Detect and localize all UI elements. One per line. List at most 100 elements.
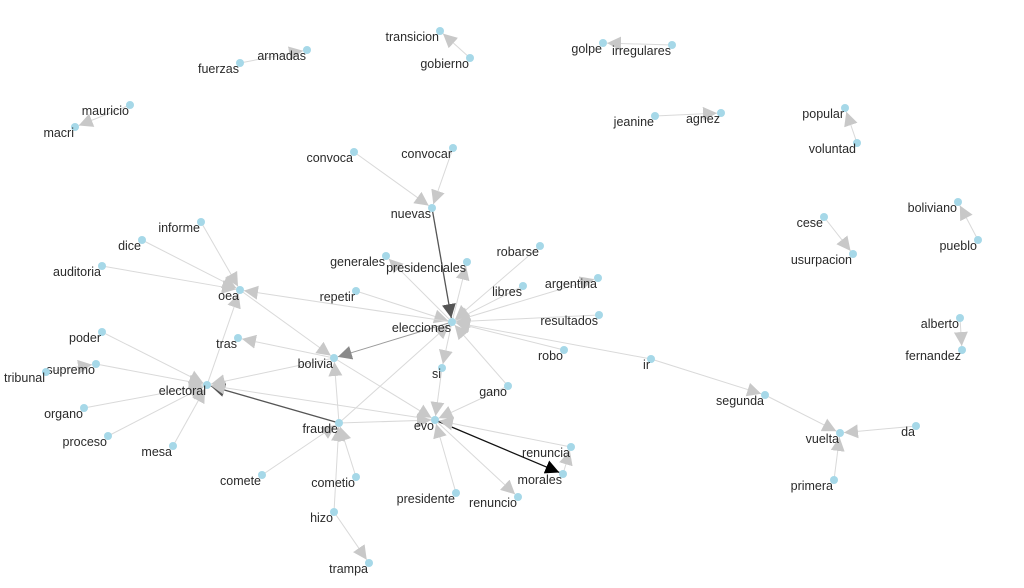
- node-dot[interactable]: [92, 360, 100, 368]
- node-dot[interactable]: [98, 328, 106, 336]
- node-dot[interactable]: [836, 429, 844, 437]
- node-evo[interactable]: evo: [414, 416, 439, 433]
- node-dot[interactable]: [258, 471, 266, 479]
- node-dot[interactable]: [126, 101, 134, 109]
- node-convocar[interactable]: convocar: [401, 144, 457, 161]
- node-dot[interactable]: [169, 442, 177, 450]
- node-dot[interactable]: [717, 109, 725, 117]
- node-robo[interactable]: robo: [538, 346, 568, 363]
- node-dot[interactable]: [956, 314, 964, 322]
- node-usurpacion[interactable]: usurpacion: [791, 250, 857, 267]
- node-auditoria[interactable]: auditoria: [53, 262, 106, 279]
- node-dot[interactable]: [567, 443, 575, 451]
- node-tras[interactable]: tras: [216, 334, 242, 351]
- node-pueblo[interactable]: pueblo: [939, 236, 982, 253]
- node-golpe[interactable]: golpe: [571, 39, 607, 56]
- node-dot[interactable]: [853, 139, 861, 147]
- node-armadas[interactable]: armadas: [257, 46, 311, 63]
- node-dot[interactable]: [504, 382, 512, 390]
- node-dot[interactable]: [594, 274, 602, 282]
- node-mesa[interactable]: mesa: [141, 442, 177, 459]
- node-tribunal[interactable]: tribunal: [4, 368, 50, 385]
- node-gobierno[interactable]: gobierno: [420, 54, 474, 71]
- node-jeanine[interactable]: jeanine: [613, 112, 659, 129]
- node-dot[interactable]: [559, 470, 567, 478]
- node-dot[interactable]: [236, 286, 244, 294]
- node-dot[interactable]: [958, 346, 966, 354]
- node-macri[interactable]: macri: [43, 123, 79, 140]
- node-presidente[interactable]: presidente: [397, 489, 460, 506]
- node-robarse[interactable]: robarse: [497, 242, 544, 259]
- node-dot[interactable]: [365, 559, 373, 567]
- node-bolivia[interactable]: bolivia: [298, 354, 338, 371]
- node-segunda[interactable]: segunda: [716, 391, 769, 408]
- node-dot[interactable]: [352, 287, 360, 295]
- node-proceso[interactable]: proceso: [63, 432, 112, 449]
- node-dot[interactable]: [514, 493, 522, 501]
- node-dot[interactable]: [436, 27, 444, 35]
- node-dot[interactable]: [560, 346, 568, 354]
- node-dot[interactable]: [236, 59, 244, 67]
- node-cese[interactable]: cese: [797, 213, 828, 230]
- node-dot[interactable]: [974, 236, 982, 244]
- node-dot[interactable]: [350, 148, 358, 156]
- node-elecciones[interactable]: elecciones: [392, 318, 456, 335]
- node-dot[interactable]: [448, 318, 456, 326]
- node-dot[interactable]: [203, 381, 211, 389]
- node-dot[interactable]: [42, 368, 50, 376]
- node-dot[interactable]: [912, 422, 920, 430]
- node-presidenciales[interactable]: presidenciales: [386, 258, 471, 275]
- node-renuncia[interactable]: renuncia: [522, 443, 575, 460]
- node-gano[interactable]: gano: [479, 382, 512, 399]
- node-convoca[interactable]: convoca: [306, 148, 358, 165]
- node-dice[interactable]: dice: [118, 236, 146, 253]
- node-dot[interactable]: [849, 250, 857, 258]
- node-dot[interactable]: [841, 104, 849, 112]
- node-dot[interactable]: [830, 476, 838, 484]
- node-renuncio[interactable]: renuncio: [469, 493, 522, 510]
- node-dot[interactable]: [138, 236, 146, 244]
- node-dot[interactable]: [647, 355, 655, 363]
- node-dot[interactable]: [352, 473, 360, 481]
- node-supremo[interactable]: supremo: [46, 360, 100, 377]
- node-hizo[interactable]: hizo: [310, 508, 338, 525]
- node-dot[interactable]: [599, 39, 607, 47]
- node-dot[interactable]: [668, 41, 676, 49]
- node-oea[interactable]: oea: [218, 286, 244, 303]
- node-dot[interactable]: [449, 144, 457, 152]
- node-dot[interactable]: [536, 242, 544, 250]
- node-dot[interactable]: [651, 112, 659, 120]
- node-dot[interactable]: [519, 282, 527, 290]
- node-da[interactable]: da: [901, 422, 920, 439]
- node-generales[interactable]: generales: [330, 252, 390, 269]
- node-voluntad[interactable]: voluntad: [809, 139, 861, 156]
- node-dot[interactable]: [197, 218, 205, 226]
- node-boliviano[interactable]: boliviano: [908, 198, 962, 215]
- node-popular[interactable]: popular: [802, 104, 849, 121]
- node-comete[interactable]: comete: [220, 471, 266, 488]
- node-vuelta[interactable]: vuelta: [806, 429, 844, 446]
- node-agnez[interactable]: agnez: [686, 109, 725, 126]
- node-informe[interactable]: informe: [158, 218, 205, 235]
- node-dot[interactable]: [438, 364, 446, 372]
- node-organo[interactable]: organo: [44, 404, 88, 421]
- node-dot[interactable]: [463, 258, 471, 266]
- node-dot[interactable]: [330, 508, 338, 516]
- node-mauricio[interactable]: mauricio: [82, 101, 134, 118]
- node-dot[interactable]: [431, 416, 439, 424]
- node-dot[interactable]: [761, 391, 769, 399]
- node-dot[interactable]: [98, 262, 106, 270]
- node-cometio[interactable]: cometio: [311, 473, 360, 490]
- node-resultados[interactable]: resultados: [540, 311, 603, 328]
- node-ir[interactable]: ir: [643, 355, 655, 372]
- node-primera[interactable]: primera: [791, 476, 838, 493]
- node-transicion[interactable]: transicion: [386, 27, 445, 44]
- node-irregulares[interactable]: irregulares: [612, 41, 676, 58]
- node-dot[interactable]: [104, 432, 112, 440]
- node-dot[interactable]: [80, 404, 88, 412]
- node-dot[interactable]: [335, 419, 343, 427]
- node-fernandez[interactable]: fernandez: [905, 346, 966, 363]
- node-fuerzas[interactable]: fuerzas: [198, 59, 244, 76]
- node-dot[interactable]: [466, 54, 474, 62]
- node-libres[interactable]: libres: [492, 282, 527, 299]
